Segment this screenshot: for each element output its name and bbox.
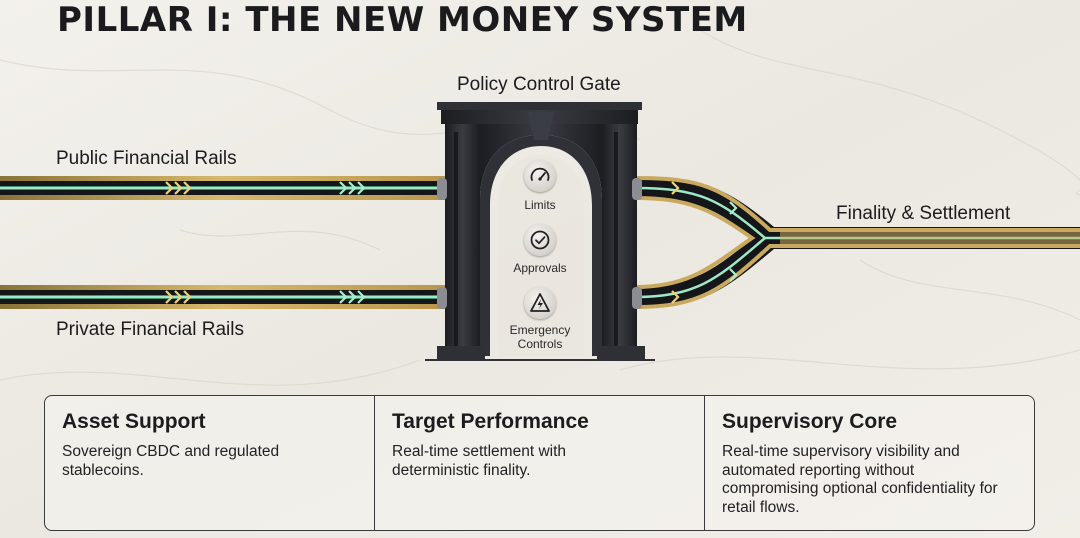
card-text: Real-time settlement with deterministic … [392, 443, 567, 479]
emergency-controls-label: Emergency Controls [509, 323, 571, 351]
private-rail [0, 285, 445, 309]
card-text: Sovereign CBDC and regulated stablecoins… [62, 443, 280, 479]
private-rails-label: Private Financial Rails [56, 319, 244, 340]
card-target-performance: Target Performance Real-time settlement … [374, 396, 704, 530]
public-rails-label: Public Financial Rails [56, 148, 237, 169]
public-rail-teal-chevrons [339, 181, 366, 195]
merge-rail-chevrons [671, 181, 738, 304]
card-title: Target Performance [392, 410, 589, 433]
limits-label: Limits [524, 198, 556, 212]
approvals-label: Approvals [513, 261, 567, 275]
card-asset-support: Asset Support Sovereign CBDC and regulat… [45, 396, 374, 530]
gauge-icon [524, 160, 556, 192]
page-title: PILLAR I: THE NEW MONEY SYSTEM [57, 0, 748, 40]
card-title: Supervisory Core [722, 410, 898, 433]
public-rail [0, 176, 445, 200]
finality-settlement-label: Finality & Settlement [836, 203, 1011, 224]
feature-cards: Asset Support Sovereign CBDC and regulat… [44, 395, 1035, 531]
card-text: Real-time supervisory visibility and aut… [722, 443, 998, 516]
private-rail-gold-chevrons [165, 290, 192, 304]
lightning-warning-icon [524, 287, 556, 319]
public-rail-gold-chevrons [165, 181, 192, 195]
policy-control-gate-label: Policy Control Gate [457, 74, 621, 95]
checkmark-icon [524, 224, 556, 256]
private-rail-teal-chevrons [339, 290, 366, 304]
card-title: Asset Support [62, 410, 206, 433]
merge-rails [634, 176, 1080, 309]
card-supervisory-core: Supervisory Core Real-time supervisory v… [704, 396, 1034, 530]
